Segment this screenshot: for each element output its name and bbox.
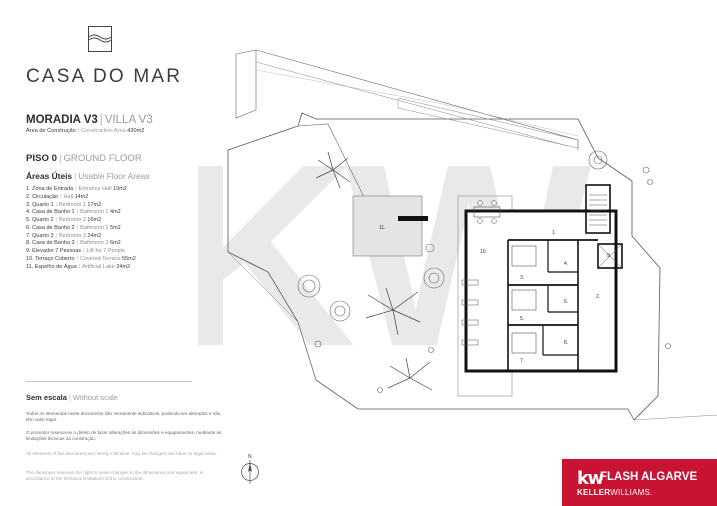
- scale-note-pt: Sem escala: [26, 393, 67, 402]
- floor-title: PISO 0|GROUND FLOOR: [26, 153, 142, 164]
- svg-text:2.: 2.: [596, 294, 600, 300]
- list-item: 3. Quarto 1|Bedroom 1 17m2: [26, 201, 102, 208]
- agency-logo: kw FLASH ALGARVE KELLERWILLIAMS.: [562, 459, 717, 506]
- list-item: 5. Quarto 2|Bedroom 2 16m2: [26, 217, 102, 223]
- list-item: 9. Elevador 7 Pessoas|Lift for 7 People: [26, 248, 126, 254]
- room-list: 1. Zona de Entrada|Entrance Hall 19m2 2.…: [26, 186, 136, 271]
- svg-text:7.: 7.: [520, 358, 524, 364]
- scale-note-en: Without scale: [72, 393, 118, 402]
- disclaimer-en-2: The developer reserves the right to make…: [26, 470, 204, 481]
- svg-text:N: N: [248, 454, 252, 460]
- construction-area-value: 430m2: [127, 128, 145, 134]
- disclaimer-en-1: All elements of this document are merely…: [26, 451, 218, 456]
- scale-note: Sem escala|Without scale: [26, 393, 118, 402]
- disclaimer-pt-2: O promotor reserva-se o direito de fazer…: [26, 430, 222, 441]
- floor-title-en: GROUND FLOOR: [63, 153, 142, 164]
- list-item: 10. Terraço Coberto|Covered Terrace 55m2: [26, 255, 136, 262]
- svg-text:11.: 11.: [379, 225, 386, 231]
- property-type-pt: MORADIA V3: [26, 114, 98, 126]
- construction-area-label-pt: Área de Construção: [26, 128, 76, 134]
- svg-text:6.: 6.: [564, 299, 568, 305]
- divider: [26, 381, 192, 382]
- wave-lines-icon: [88, 26, 112, 52]
- list-item: 1. Zona de Entrada|Entrance Hall 19m2: [26, 186, 127, 192]
- property-type: MORADIA V3|VILLA V3: [26, 114, 153, 126]
- list-item: 11. Espelho de Água|Artificial Lake 24m2: [26, 263, 131, 270]
- agency-name: FLASH ALGARVE: [600, 471, 698, 483]
- svg-text:9.: 9.: [607, 253, 611, 259]
- list-item: 8. Casa de Banho 3|Bathroom 3 6m2: [26, 240, 121, 247]
- areas-title-pt: Áreas Úteis: [26, 171, 73, 181]
- floor-plan-drawing: KW 11.: [198, 49, 717, 421]
- brand-name: CASA DO MAR: [26, 66, 183, 87]
- property-type-en: VILLA V3: [104, 114, 153, 126]
- svg-text:5.: 5.: [520, 316, 524, 322]
- list-item: 2. Circulação|Hall 14m2: [26, 193, 89, 200]
- floor-title-pt: PISO 0: [26, 153, 57, 164]
- kw-logo-icon: kw: [577, 468, 604, 489]
- list-item: 4. Casa de Banho 1|Bathroom 1 4m2: [26, 209, 121, 216]
- construction-area-label-en: Construction Area: [81, 128, 126, 134]
- construction-area: Área de Construção|Construction Area 430…: [26, 128, 145, 134]
- svg-text:4.: 4.: [564, 261, 568, 267]
- svg-text:10.: 10.: [480, 249, 487, 255]
- svg-text:1.: 1.: [552, 230, 556, 236]
- areas-title: Áreas Úteis|Usable Floor Areas: [26, 171, 150, 181]
- list-item: 6. Casa de Banho 2|Bathroom 2 5m2: [26, 224, 121, 231]
- north-arrow-icon: N: [241, 454, 259, 484]
- areas-title-en: Usable Floor Areas: [78, 171, 150, 181]
- disclaimer-pt-1: Todos os elementos neste documento são m…: [26, 411, 221, 422]
- agency-subbrand: KELLERWILLIAMS.: [577, 488, 653, 497]
- svg-text:8.: 8.: [564, 340, 568, 346]
- svg-text:3.: 3.: [520, 275, 524, 281]
- list-item: 7. Quarto 3|Bedroom 3 24m2: [26, 232, 102, 239]
